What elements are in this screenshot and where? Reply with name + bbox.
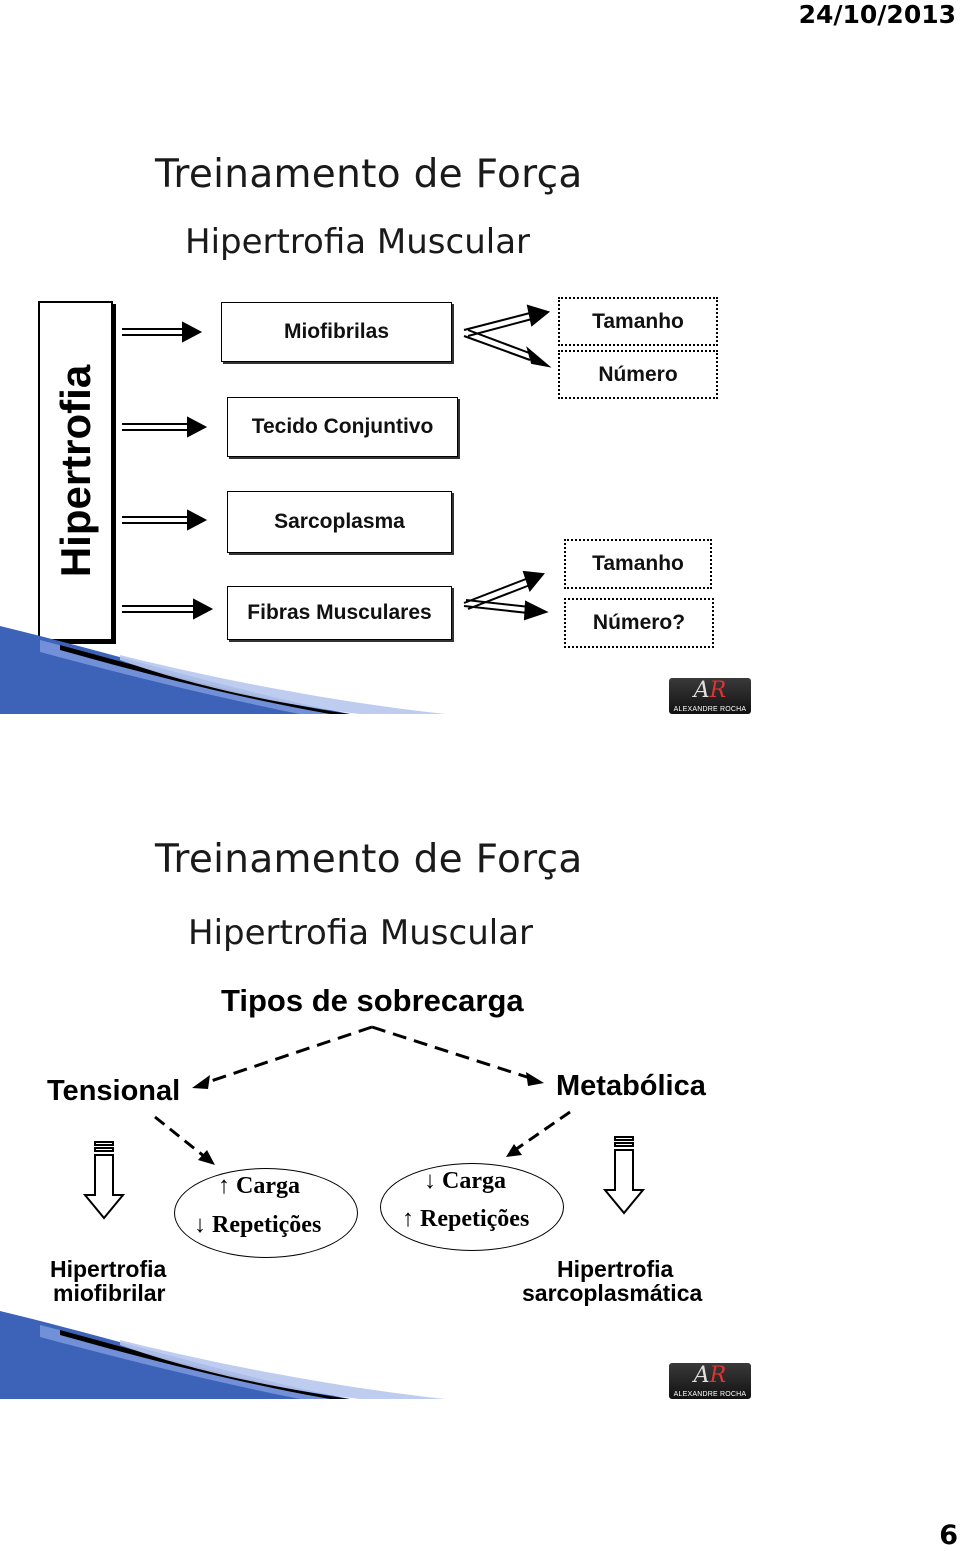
left-result-line1: Hipertrofia (50, 1256, 167, 1282)
tecido-conjuntivo-box: Tecido Conjuntivo (227, 397, 458, 457)
slide-2-arrows (0, 1025, 646, 1399)
branch-fibras (463, 570, 549, 621)
left-ellipse-line1: ↑ Carga (218, 1173, 300, 1199)
slide-1: Treinamento de Força Hipertrofia Muscula… (0, 0, 960, 720)
logo-name: ALEXANDRE ROCHA (673, 706, 747, 713)
arrow-to-miofibrilas (122, 321, 203, 343)
right-ellipse-line2: ↑ Repetições (402, 1206, 530, 1232)
arrow-to-sarcoplasma (122, 509, 208, 531)
fibras-tamanho-box: Tamanho (564, 539, 712, 589)
right-result-line2: sarcoplasmática (522, 1280, 703, 1306)
slide-2: Treinamento de Força Hipertrofia Muscula… (0, 837, 751, 1399)
alexandre-rocha-logo: AR ALEXANDRE ROCHA (669, 1363, 751, 1399)
hipertrofia-vertical-box: Hipertrofia (38, 301, 113, 641)
right-ellipse (380, 1163, 564, 1251)
document-date: 24/10/2013 (798, 0, 956, 29)
arrow-to-fibras (122, 598, 214, 620)
page-number: 6 (939, 1520, 958, 1551)
alexandre-rocha-logo: AR ALEXANDRE ROCHA (669, 678, 751, 714)
logo-mark: AR (693, 1363, 727, 1388)
miofibrilas-box: Miofibrilas (221, 302, 452, 362)
dashed-arrow-to-right-ellipse (514, 1110, 571, 1152)
miofibrilas-tamanho-box: Tamanho (558, 297, 718, 346)
slide-subtitle: Hipertrofia Muscular (188, 913, 534, 953)
left-result-line2: miofibrilar (53, 1280, 166, 1306)
arrowhead-metabolica (526, 1072, 544, 1086)
logo-mark: AR (693, 678, 727, 703)
logo-name: ALEXANDRE ROCHA (673, 1391, 747, 1398)
fibras-musculares-box: Fibras Musculares (227, 586, 452, 640)
hollow-down-arrow-right (602, 1136, 646, 1215)
dashed-arrow-to-metabolica (371, 1025, 531, 1080)
branch-miofibrilas (463, 304, 552, 368)
right-result-line1: Hipertrofia (557, 1256, 674, 1282)
arrowhead-tensional (192, 1075, 210, 1089)
dashed-arrow-to-left-ellipse (154, 1115, 206, 1159)
dashed-arrow-to-tensional (204, 1025, 373, 1085)
left-ellipse-line2: ↓ Repetições (194, 1212, 322, 1238)
decorative-swoosh (0, 626, 445, 714)
arrow-to-tecido (122, 416, 208, 438)
miofibrilas-numero-box: Número (558, 350, 718, 399)
fibras-numero-box: Número? (564, 598, 714, 648)
tipos-de-sobrecarga-heading: Tipos de sobrecarga (221, 983, 524, 1018)
slide-title: Treinamento de Força (155, 837, 583, 882)
slide-title: Treinamento de Força (155, 152, 583, 197)
left-ellipse (174, 1168, 358, 1258)
slide-subtitle: Hipertrofia Muscular (185, 222, 531, 262)
sarcoplasma-box: Sarcoplasma (227, 491, 452, 553)
tensional-label: Tensional (47, 1075, 181, 1107)
hollow-down-arrow-left (82, 1141, 126, 1220)
slide-1-arrows (0, 304, 552, 714)
right-ellipse-line1: ↓ Carga (424, 1168, 506, 1194)
metabolica-label: Metabólica (556, 1070, 706, 1102)
decorative-swoosh (0, 1311, 445, 1399)
